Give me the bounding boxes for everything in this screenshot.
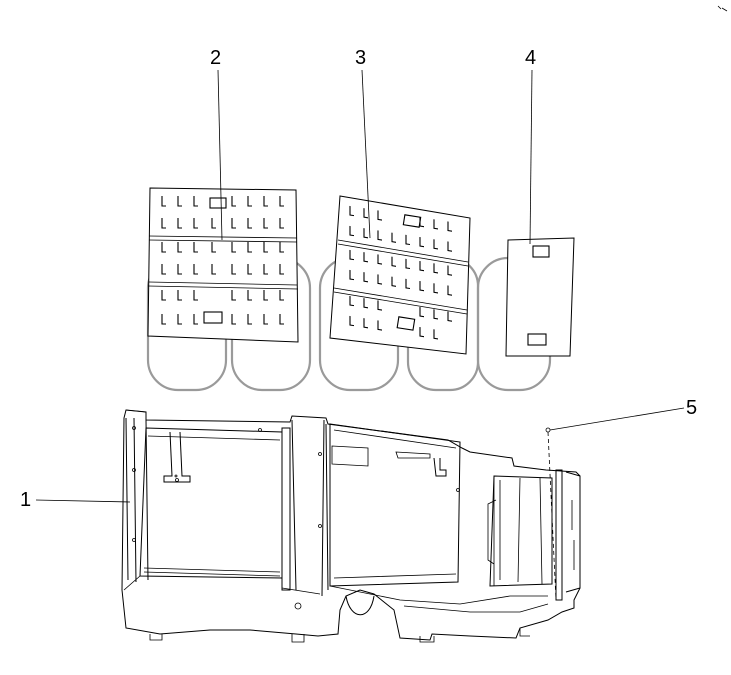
corner-mark	[717, 5, 728, 12]
panel-part-3	[329, 195, 471, 355]
leader-lines	[35, 69, 685, 503]
housing-part-1	[121, 409, 581, 643]
fastener-part-5	[545, 427, 557, 601]
panel-2-slots	[161, 196, 284, 325]
callout-3: 3	[355, 47, 366, 69]
callout-5: 5	[686, 397, 697, 419]
callout-1: 1	[20, 489, 31, 511]
panel-3-slots	[349, 205, 452, 340]
callout-4: 4	[525, 47, 536, 69]
plate-part-4	[505, 237, 575, 357]
panel-part-2	[147, 187, 299, 343]
callout-2: 2	[210, 47, 221, 69]
